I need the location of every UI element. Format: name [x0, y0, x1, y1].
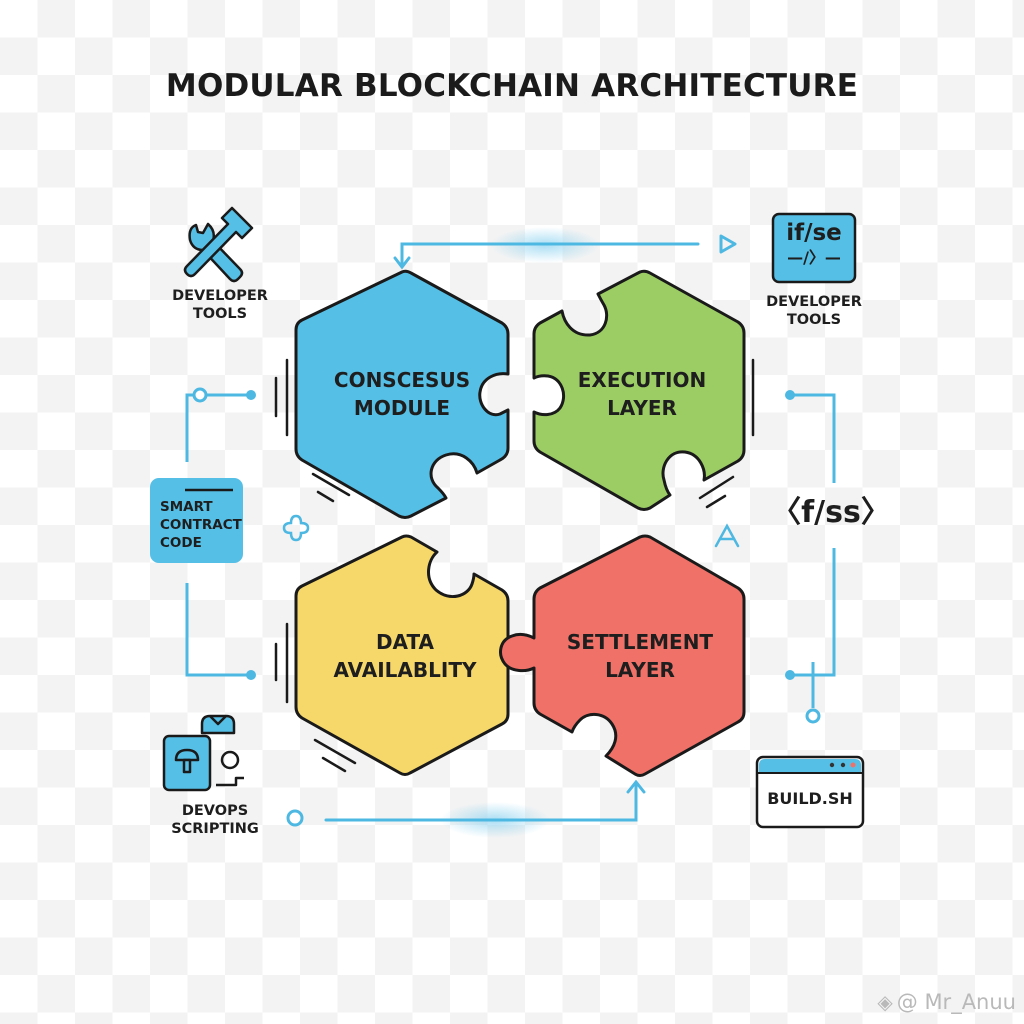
play-arrow-icon	[719, 234, 737, 254]
left-connector	[185, 393, 250, 677]
devops-scripting-line1: DEVOPS	[181, 803, 249, 819]
execution-label-line2: LAYER	[607, 396, 677, 420]
hex-execution	[532, 269, 746, 511]
delta-icon	[714, 523, 740, 548]
top-connector	[393, 242, 700, 270]
right-connector-node-open	[805, 708, 821, 724]
settlement-label-line2: LAYER	[605, 658, 675, 682]
data-availability-label-line1: DATA	[375, 630, 435, 654]
watermark: ◈@ Mr_Anuu	[877, 990, 1016, 1014]
developer-tools-left-label: DEVELOPER TOOLS	[160, 287, 280, 323]
watermark-text: @ Mr_Anuu	[896, 990, 1016, 1014]
smart-contract-line2: CONTRACT	[160, 516, 242, 533]
hex-data-availability	[294, 534, 510, 776]
devops-scripting-line2: SCRIPTING	[171, 821, 259, 838]
developer-tools-left-line2: TOOLS	[192, 306, 248, 323]
data-availability-label-line2: AVAILABLITY	[333, 658, 477, 682]
smart-contract-card	[150, 478, 243, 563]
execution-label: EXECUTION LAYER	[552, 366, 732, 422]
page-title: MODULAR BLOCKCHAIN ARCHITECTURE	[165, 68, 859, 104]
execution-label-line1: EXECUTION	[577, 368, 707, 392]
devops-scripting-label: DEVOPS SCRIPTING	[150, 802, 280, 838]
data-availability-label: DATA AVAILABLITY	[305, 628, 505, 684]
binance-logo-icon: ◈	[877, 990, 893, 1014]
right-connector-node-bottom	[785, 670, 795, 680]
devops-icon	[162, 714, 244, 792]
consensus-label: CONSCESUS MODULE	[312, 366, 492, 422]
smart-contract-label: SMART CONTRACT CODE	[160, 499, 245, 552]
left-connector-node-open	[192, 387, 208, 403]
motion-lines	[274, 358, 755, 773]
smart-contract-line3: CODE	[160, 534, 202, 551]
settlement-label-line1: SETTLEMENT	[566, 630, 714, 654]
sparkle-icon	[282, 514, 310, 542]
window-dot-1	[829, 762, 835, 768]
window-dot-close	[850, 762, 856, 768]
consensus-label-line1: CONSCESUS	[333, 368, 471, 392]
terminal-window-icon	[755, 755, 865, 829]
bottom-connector	[324, 779, 646, 822]
developer-tools-left-line1: DEVELOPER	[172, 288, 268, 304]
bottom-connector-node	[286, 809, 304, 827]
code-window-text: if/se —/〉—	[773, 220, 855, 267]
window-dot-2	[840, 762, 846, 768]
wrench-hammer-icon	[183, 206, 254, 283]
left-connector-node-bottom	[246, 670, 256, 680]
code-window-icon	[771, 212, 857, 284]
smart-contract-line1: SMART	[160, 499, 213, 515]
left-connector-node-top	[246, 390, 256, 400]
hex-consensus	[294, 269, 510, 519]
code-window-line2: —/〉—	[787, 247, 841, 267]
right-connector-node-top	[785, 390, 795, 400]
fss-code-text: 〈f/ss〉	[771, 495, 891, 530]
right-connector	[790, 393, 836, 708]
hex-settlement	[499, 534, 746, 777]
developer-tools-right-label: DEVELOPER TOOLS	[752, 293, 876, 329]
code-window-line1: if/se	[786, 220, 842, 246]
consensus-label-line2: MODULE	[353, 396, 451, 420]
developer-tools-right-line2: TOOLS	[786, 312, 842, 329]
developer-tools-right-line1: DEVELOPER	[766, 294, 862, 310]
build-sh-label: BUILD.SH	[767, 789, 853, 808]
settlement-label: SETTLEMENT LAYER	[545, 628, 735, 684]
